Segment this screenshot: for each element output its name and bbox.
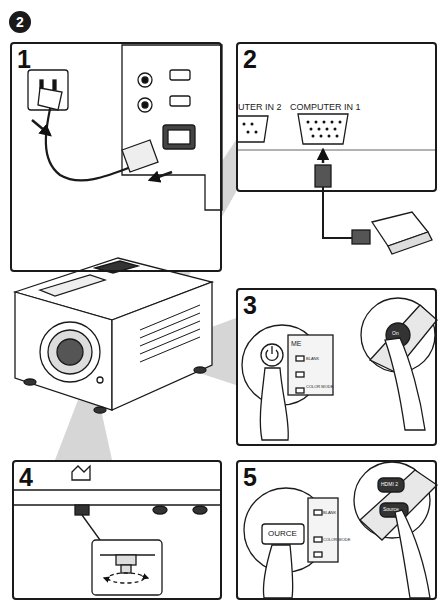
step-panel: 4 xyxy=(12,460,222,600)
step-number: 2 xyxy=(9,11,31,33)
button-label: HDMI 2 xyxy=(381,482,398,487)
step-number: 3 xyxy=(243,291,257,319)
button-label: COLOR MODE xyxy=(323,538,350,542)
source-button-zoom xyxy=(244,462,437,598)
step-badge: 2 xyxy=(9,11,31,33)
port-label: UTER IN 2 xyxy=(238,103,282,112)
port-label: COMPUTER IN 1 xyxy=(290,103,361,112)
button-label: BLANK xyxy=(306,357,319,361)
power-button-zoom xyxy=(242,298,437,440)
button-label: Source xyxy=(383,507,399,512)
button-label: COLOR MODE xyxy=(306,385,333,389)
step-number: 5 xyxy=(243,463,257,491)
step-number: 4 xyxy=(19,463,33,491)
adjuster-foot xyxy=(14,466,220,595)
projector xyxy=(15,258,212,413)
step-panel: 5 xyxy=(236,460,437,600)
button-label: On xyxy=(392,331,399,336)
button-label: ME xyxy=(291,340,302,347)
button-label: BLANK xyxy=(323,511,336,515)
vga-connection xyxy=(237,114,436,254)
step-panel: 1 xyxy=(10,42,222,272)
step-number: 2 xyxy=(243,45,257,73)
power-connection xyxy=(28,45,222,210)
step-panel: 2 xyxy=(236,42,437,192)
step-number: 1 xyxy=(17,45,31,73)
step-panel: 3 xyxy=(236,288,437,446)
button-label: OURCE xyxy=(268,530,297,538)
